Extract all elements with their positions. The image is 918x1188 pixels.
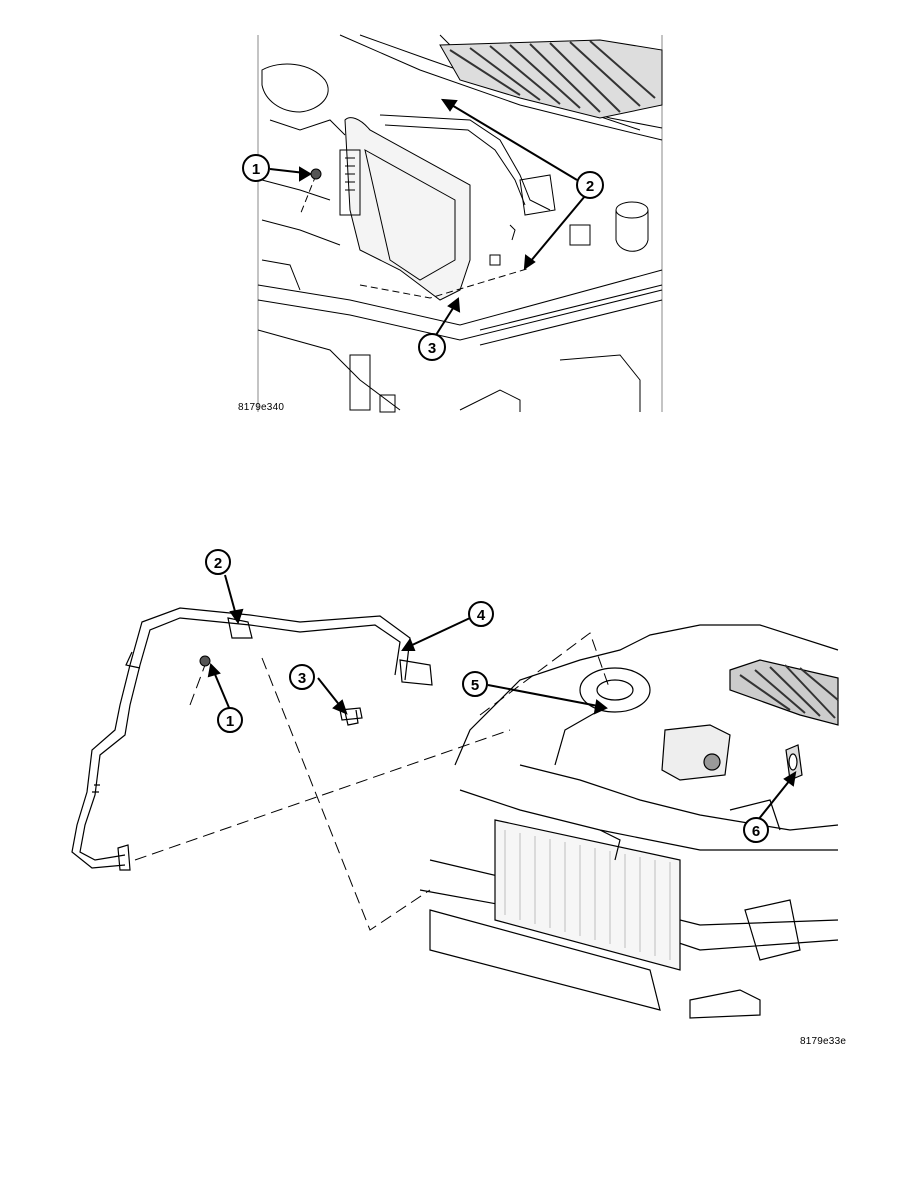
callout-2-label: 2 — [214, 555, 222, 572]
top-engine-bay-drawing: 1 2 3 — [242, 34, 663, 413]
callout-2: 2 — [576, 171, 604, 199]
ac-line-tube — [71, 607, 433, 871]
callout-6-label: 6 — [752, 823, 760, 840]
callout-6: 6 — [743, 817, 769, 843]
figure-code-bottom: 8179e33e — [800, 1036, 847, 1047]
callout-4: 4 — [468, 601, 494, 627]
callout-2: 2 — [205, 549, 231, 575]
cowl-grille — [439, 39, 663, 119]
callout-1-label: 1 — [252, 161, 260, 178]
bolt — [339, 707, 363, 726]
callout-1: 1 — [242, 154, 270, 182]
callout-3: 3 — [418, 333, 446, 361]
callout-1-label: 1 — [226, 713, 234, 730]
callout-5-label: 5 — [471, 677, 479, 694]
bottom-ac-line-drawing: 2 4 3 5 1 6 — [71, 549, 839, 1019]
nut-fastener — [310, 168, 322, 180]
callout-5: 5 — [462, 671, 488, 697]
figure-code-top: 8179e340 — [238, 402, 285, 413]
figure-bottom-illustration: 2 4 3 5 1 6 8179e33e — [0, 530, 918, 1060]
callout-2-label: 2 — [586, 178, 594, 195]
callout-3-label: 3 — [428, 340, 436, 357]
nut-fastener — [199, 655, 211, 667]
callout-3-label: 3 — [298, 670, 306, 687]
callout-3: 3 — [289, 664, 315, 690]
radiator — [494, 819, 681, 971]
battery-tray-bracket — [339, 117, 471, 301]
callout-4-label: 4 — [477, 607, 486, 624]
callout-1: 1 — [217, 707, 243, 733]
figure-top-illustration: 1 2 3 8179e340 — [0, 0, 918, 430]
